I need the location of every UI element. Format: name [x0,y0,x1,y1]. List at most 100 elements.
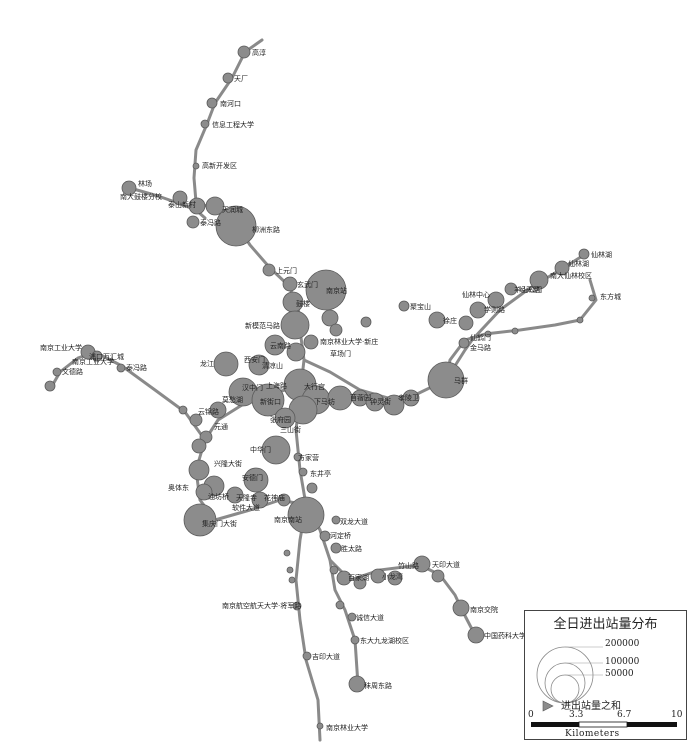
station-label: 钟灵街 [370,397,391,406]
station-marker[interactable] [282,276,298,292]
station-marker[interactable] [191,438,207,454]
station-marker[interactable] [458,315,474,331]
legend-value-medium: 100000 [605,657,640,667]
station-marker[interactable] [288,576,296,584]
station-marker[interactable] [121,180,137,196]
station-marker[interactable] [350,635,360,645]
station-marker[interactable] [458,337,470,349]
station-marker[interactable] [529,270,549,290]
station-marker[interactable] [188,197,206,215]
station-marker[interactable] [205,196,225,216]
station-marker[interactable] [226,486,244,504]
station-marker[interactable] [251,383,285,417]
station-marker[interactable] [402,389,420,407]
station-marker[interactable] [303,334,319,350]
station-marker[interactable] [398,300,410,312]
station-marker[interactable] [251,491,269,509]
station-marker[interactable] [511,327,519,335]
station-marker[interactable] [427,361,465,399]
station-marker[interactable] [383,394,405,416]
station-marker[interactable] [576,316,584,324]
station-marker[interactable] [280,310,310,340]
station-marker[interactable] [287,496,325,534]
station-label: 浦口万汇城 [89,352,124,361]
station-marker[interactable] [305,269,347,311]
station-label: 张府园 [270,415,291,424]
station-marker[interactable] [319,530,331,542]
station-marker[interactable] [306,482,318,494]
station-marker[interactable] [172,190,188,206]
station-marker[interactable] [321,309,339,327]
station-label: 奥体东 [168,483,189,492]
station-marker[interactable] [554,260,570,276]
station-marker[interactable] [264,334,286,356]
station-marker[interactable] [329,323,343,337]
station-marker[interactable] [200,119,210,129]
station-marker[interactable] [195,483,213,501]
station-marker[interactable] [431,569,445,583]
station-marker[interactable] [188,459,210,481]
station-label: 秣周东路 [364,681,392,690]
station-label: 河定桥 [330,531,351,540]
station-marker[interactable] [222,72,234,84]
station-marker[interactable] [347,612,357,622]
station-marker[interactable] [178,405,188,415]
station-marker[interactable] [206,97,218,109]
station-marker[interactable] [293,452,303,462]
station-marker[interactable] [44,380,56,392]
station-marker[interactable] [365,392,385,412]
station-marker[interactable] [277,493,291,507]
station-label: 天润城 [222,205,243,214]
station-marker[interactable] [283,549,291,557]
station-marker[interactable] [360,316,372,328]
station-marker[interactable] [286,566,294,574]
station-marker[interactable] [428,311,446,329]
station-marker[interactable] [469,301,487,319]
scale-tick: 6.7 [617,710,632,720]
station-marker[interactable] [52,367,62,377]
station-marker[interactable] [298,467,308,477]
station-marker[interactable] [370,568,386,584]
station-marker[interactable] [116,363,126,373]
station-marker[interactable] [331,515,341,525]
station-marker[interactable] [387,570,403,586]
station-marker[interactable] [91,350,103,362]
station-marker[interactable] [243,467,269,493]
station-marker[interactable] [335,600,345,610]
station-marker[interactable] [578,248,590,260]
station-marker[interactable] [292,601,302,611]
station-marker[interactable] [504,282,518,296]
station-marker[interactable] [329,565,339,575]
station-marker[interactable] [262,263,276,277]
station-marker[interactable] [209,401,227,419]
station-marker[interactable] [353,576,367,590]
station-marker[interactable] [336,570,352,586]
station-marker[interactable] [183,503,217,537]
station-marker[interactable] [213,351,239,377]
station-label: 仙鹤门 [470,333,491,342]
scale-bar-black-1 [531,722,579,727]
station-marker[interactable] [261,435,291,465]
station-marker[interactable] [316,722,324,730]
station-marker[interactable] [487,291,505,309]
station-marker[interactable] [286,342,306,362]
station-marker[interactable] [215,205,257,247]
station-marker[interactable] [248,354,270,376]
station-marker[interactable] [192,162,200,170]
station-marker[interactable] [302,651,312,661]
station-label: 小龙湾 [382,572,403,581]
station-marker[interactable] [189,413,203,427]
station-marker[interactable] [413,555,431,573]
station-marker[interactable] [330,542,342,554]
station-marker[interactable] [467,626,485,644]
line-east-branch [444,278,598,382]
station-marker[interactable] [484,330,492,338]
station-marker[interactable] [452,599,470,617]
station-marker[interactable] [186,215,200,229]
station-label: 南京站 [326,286,347,295]
station-marker[interactable] [237,45,251,59]
station-marker[interactable] [274,407,296,429]
station-label: 下马坊 [314,397,335,406]
station-marker[interactable] [348,675,366,693]
station-marker[interactable] [588,294,596,302]
